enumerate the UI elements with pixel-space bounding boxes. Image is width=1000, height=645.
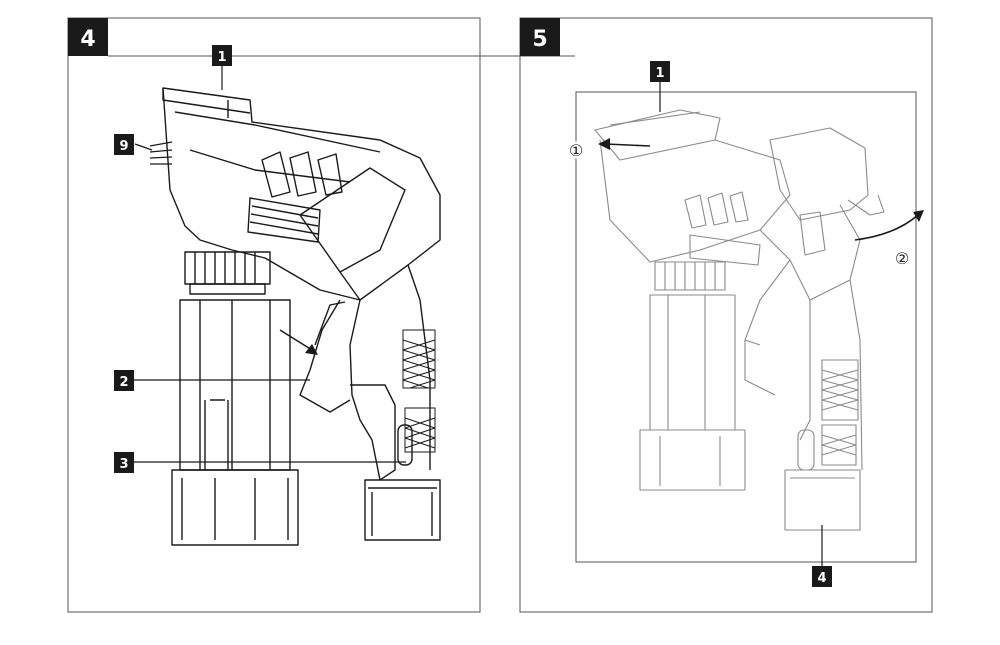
vent-grille-side — [247, 197, 321, 243]
panel-4: 4 — [67, 17, 575, 613]
panel-5-number-badge: 5 — [520, 18, 560, 56]
step-2-marker: ② — [893, 249, 911, 268]
battery-pack — [364, 479, 441, 541]
tank-cap — [184, 251, 271, 295]
svg-text:①: ① — [569, 141, 583, 160]
callout-4-battery: 4 — [812, 525, 832, 587]
panel-4-number: 4 — [80, 27, 95, 52]
callout-9-brush: 9 — [114, 134, 153, 155]
panel-5-inner-frame — [575, 91, 917, 563]
callout-3-button: 3 — [114, 452, 406, 473]
callout-1-cover-panel5: 1 — [650, 61, 670, 112]
svg-text:1: 1 — [217, 50, 226, 65]
device-drawing-side-view — [149, 87, 441, 546]
panel-4-frame — [67, 17, 481, 613]
svg-text:1: 1 — [655, 66, 664, 81]
panel-5-frame — [519, 17, 933, 613]
press-direction-arrow — [279, 329, 318, 355]
device-drawing-opened-cover — [594, 109, 885, 531]
svg-text:4: 4 — [817, 571, 826, 586]
svg-text:②: ② — [895, 249, 909, 268]
trigger-button — [397, 424, 413, 466]
brush-attachment — [149, 141, 173, 165]
vent-slots-top — [261, 151, 343, 198]
step-2-arrow — [854, 210, 924, 241]
panel-5-number: 5 — [532, 27, 547, 52]
step-1-marker: ① — [567, 141, 585, 160]
panel-4-number-badge: 4 — [68, 18, 108, 56]
panel-5: 5 — [519, 17, 933, 613]
svg-text:2: 2 — [119, 375, 128, 390]
svg-text:3: 3 — [119, 457, 128, 472]
callout-1-cover: 1 — [212, 45, 232, 90]
callout-2-trigger: 2 — [114, 370, 310, 391]
svg-text:9: 9 — [119, 139, 128, 154]
liquid-tank — [171, 299, 299, 546]
step-1-arrow — [598, 138, 651, 150]
